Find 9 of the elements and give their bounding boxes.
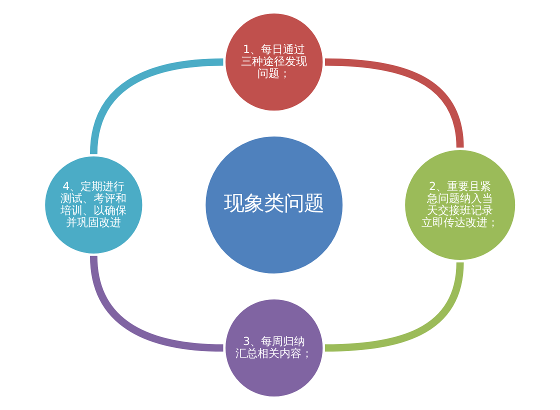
node-circle: 1、每日通过三种途径发现问题； <box>222 10 326 114</box>
connector <box>324 58 464 148</box>
connector <box>324 262 464 352</box>
node-circle: 3、每周归纳汇总相关内容； <box>222 296 326 400</box>
node-circle: 2、重要且紧急问题纳入当天交接班记录立即传达改进； <box>402 147 518 263</box>
node-circle: 4、定期进行测试、考评和培训、以确保并巩固改进 <box>42 154 146 256</box>
connector <box>90 256 224 352</box>
node-circle: 现象类问题 <box>202 134 346 276</box>
connector <box>90 58 224 154</box>
